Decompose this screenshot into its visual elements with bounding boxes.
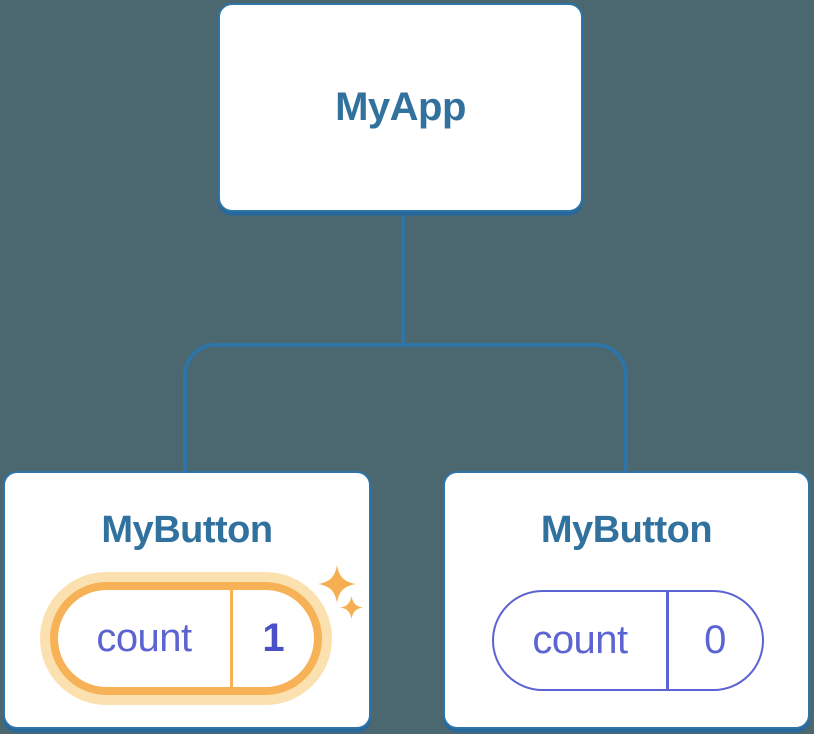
state-key-label: count <box>532 618 628 662</box>
state-pill: count 0 <box>492 590 764 691</box>
state-value: 1 <box>262 616 285 660</box>
node-mybutton-right-title: MyButton <box>540 509 713 551</box>
state-pill-highlighted: count 1 <box>50 582 322 695</box>
connector-stem <box>401 210 405 347</box>
pill-divider <box>666 592 669 689</box>
connector-bracket <box>183 343 628 473</box>
node-myapp: MyApp <box>218 3 583 212</box>
pill-divider <box>230 590 233 687</box>
state-key-label: count <box>96 616 192 660</box>
node-myapp-title: MyApp <box>335 85 466 129</box>
sparkle-icon-large <box>318 565 356 603</box>
node-mybutton-right: MyButton count 0 <box>443 471 810 729</box>
node-mybutton-left-title: MyButton <box>101 509 273 551</box>
sparkle-icon-small <box>340 596 363 619</box>
state-value: 0 <box>704 618 727 662</box>
